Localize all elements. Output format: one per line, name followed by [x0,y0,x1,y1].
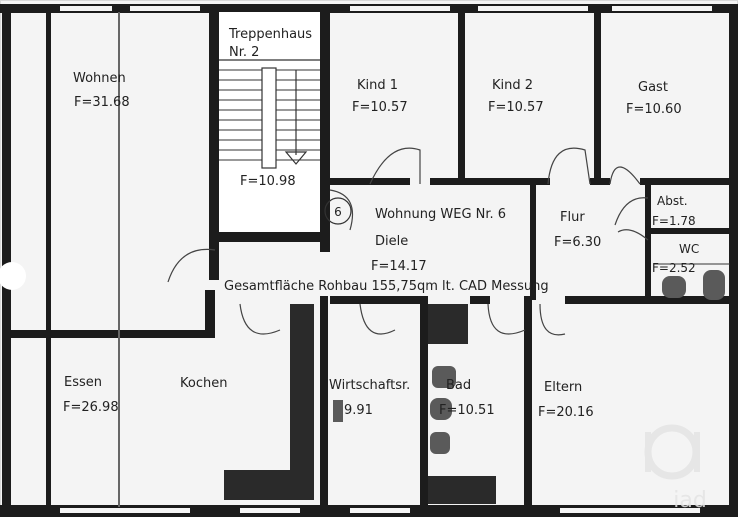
wirtschaft-area: 9.91 [344,403,373,418]
eltern-name: Eltern [544,380,582,395]
kind1-name: Kind 1 [357,78,398,93]
abst-area: F=1.78 [652,214,696,228]
apartment-title: Wohnung WEG Nr. 6 [375,207,506,222]
flur-area: F=6.30 [554,235,601,250]
watermark-text: iad [673,488,707,513]
kind2-name: Kind 2 [492,78,533,93]
diele-name: Diele [375,234,408,249]
essen-area: F=26.98 [63,400,119,415]
wc-name: WC [679,242,699,256]
staircase [219,12,320,232]
paper-tear [0,262,26,290]
apartment-marker-number: 6 [334,205,342,219]
gast-area: F=10.60 [626,102,682,117]
kochen-name: Kochen [180,376,227,391]
diele-area: F=14.17 [371,259,427,274]
kind1-area: F=10.57 [352,100,408,115]
abst-name: Abst. [657,194,688,208]
wirtschaft-name: Wirtschaftsr. [329,378,410,393]
apartment-marker-circle [324,197,352,225]
wohnen-name: Wohnen [73,71,126,86]
gast-name: Gast [638,80,668,95]
bad-name: Bad [446,378,471,393]
bad-area: F=10.51 [439,403,495,418]
wc-area: F=2.52 [652,261,696,275]
treppenhaus-number: Nr. 2 [229,45,259,60]
essen-name: Essen [64,375,102,390]
fixtures [224,263,730,504]
treppenhaus-name: Treppenhaus [228,27,312,42]
kind2-area: F=10.57 [488,100,544,115]
eltern-area: F=20.16 [538,405,594,420]
wohnen-area: F=31.68 [74,95,130,110]
treppenhaus-area: F=10.98 [240,174,296,189]
total-area-note: Gesamtfläche Rohbau 155,75qm lt. CAD Mes… [224,279,549,294]
flur-name: Flur [560,210,585,225]
watermark-logo: iad [644,424,707,513]
door-arcs [167,147,649,336]
interior-walls [10,12,730,517]
